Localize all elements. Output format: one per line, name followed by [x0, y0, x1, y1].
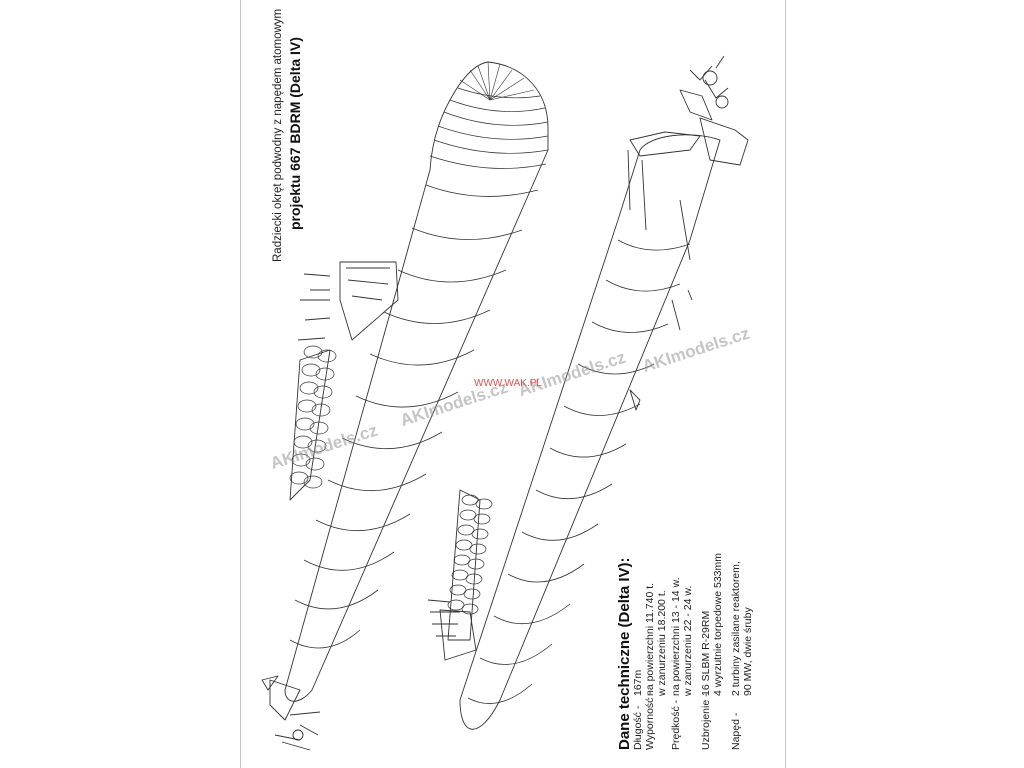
watermark-site: WWW.WAK.PL	[474, 378, 542, 389]
spec-value: 16 SLBM R-29RM	[700, 610, 712, 696]
spec-value: 90 MW, dwie śruby	[742, 607, 754, 696]
spec-label: Długość -	[632, 705, 644, 750]
spec-row: 4 wyrzutnie torpedowe 533mm	[712, 553, 724, 750]
spec-value: w zanurzeniu 22 - 24 w.	[682, 585, 694, 696]
spec-label: Wyporność -	[644, 691, 656, 750]
spec-row: Napęd - 2 turbiny zasilane reaktorem,	[730, 561, 742, 750]
title-line-2: projektu 667 BDRM (Delta IV)	[287, 37, 303, 230]
page-sheet	[240, 0, 786, 768]
spec-row: Prędkość - na powierzchni 13 - 14 w.	[670, 578, 682, 750]
spec-value: na powierzchni 13 - 14 w.	[670, 577, 682, 696]
spec-row: w zanurzeniu 18.200 t.	[656, 590, 668, 750]
title-line-1: Radziecki okręt podwodny z napędem atomo…	[272, 8, 284, 262]
spec-value: w zanurzeniu 18.200 t.	[656, 590, 668, 696]
spec-row: w zanurzeniu 22 - 24 w.	[682, 586, 694, 750]
specs-heading: Dane techniczne (Delta IV):	[616, 557, 633, 750]
spec-row: 90 MW, dwie śruby	[742, 607, 754, 750]
spec-label: Uzbrojenie -	[700, 693, 712, 750]
spec-row: Wyporność -na powierzchni 11.740 t.	[644, 583, 656, 750]
submarine-side-view	[427, 55, 749, 730]
submarine-top-view	[261, 61, 549, 751]
spec-value: 2 turbiny zasilane reaktorem,	[730, 561, 742, 696]
spec-row: Długość - 167m	[632, 670, 644, 750]
spec-row: Uzbrojenie -16 SLBM R-29RM	[700, 611, 712, 750]
spec-label: Napęd -	[730, 712, 742, 750]
spec-value: 4 wyrzutnie torpedowe 533mm	[712, 553, 724, 696]
spec-value: 167m	[632, 669, 644, 696]
spec-label: Prędkość -	[670, 699, 682, 750]
spec-value: na powierzchni 11.740 t.	[644, 582, 656, 696]
